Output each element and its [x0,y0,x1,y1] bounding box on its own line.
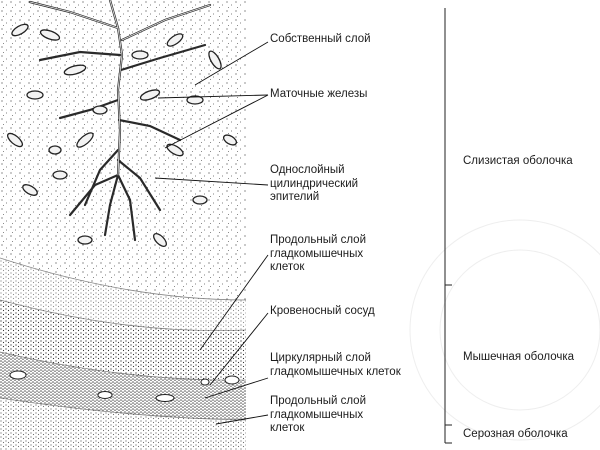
inner-longitudinal-muscle [0,258,246,331]
label-longitudinal-inner-line-3: клеток [270,261,305,273]
label-longitudinal-outer-line-2: гладкомышечных [270,408,364,421]
vessel-sections [9,370,240,402]
leader-lines [154,41,269,425]
label-lamina-propria: Собственный слой [270,33,371,45]
label-longitudinal-outer-line-3: клеток [270,422,305,434]
layer-label-serosa: Серозная оболочка [463,428,568,440]
gland-sections [6,23,238,247]
layer-label-muscular: Мышечная оболочка [463,351,575,363]
label-circular-layer: Циркулярный слой гладкомышечных клеток [270,352,401,379]
background-ghost [409,219,600,441]
label-longitudinal-outer: Продольный слой гладкомышечных клеток [270,395,366,436]
tissue-section [0,0,246,450]
layer-label-mucosa: Слизистая оболочка [463,155,573,167]
label-epithelium: Однослойный цилиндрический эпителий [270,164,358,205]
label-circular-layer-line-2: гладкомышечных клеток [270,365,401,378]
label-epithelium-line-3: эпителий [270,191,320,203]
label-longitudinal-outer-line-1: Продольный слой [270,395,367,407]
circular-muscle [0,300,246,381]
label-blood-vessel: Кровеносный сосуд [270,305,375,317]
mucosa-region [0,0,246,300]
label-longitudinal-inner: Продольный слой гладкомышечных клеток [270,234,366,275]
label-longitudinal-inner-line-2: гладкомышечных [270,247,364,260]
label-circular-layer-line-1: Циркулярный слой [270,352,371,364]
label-uterine-glands: Маточные железы [270,88,368,100]
label-epithelium-line-2: цилиндрический [270,177,359,190]
layer-brackets [444,8,452,444]
label-longitudinal-inner-line-1: Продольный слой [270,234,367,246]
label-epithelium-line-1: Однослойный [270,164,345,176]
serosa-region [0,398,246,450]
outer-longitudinal-muscle [0,352,246,420]
